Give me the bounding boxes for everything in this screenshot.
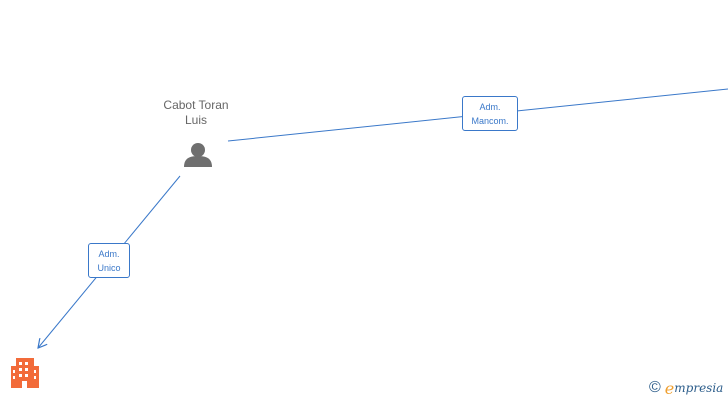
edge-label-line1: Adm. [479,102,501,112]
person-icon[interactable] [184,143,212,167]
edge-label-unico[interactable]: Adm. Unico [88,243,130,278]
building-icon[interactable] [11,358,39,388]
empresia-watermark: © e mpresia [649,378,723,398]
person-name-line2: Luis [184,113,207,127]
brand-name: mpresia [674,381,724,395]
edge-label-mancom[interactable]: Adm. Mancom. [462,96,518,131]
edge-label-line2: Unico [97,263,121,273]
edge-label-line2: Mancom. [471,116,509,126]
person-name-line1: Cabot Toran [163,98,229,112]
person-name[interactable]: Cabot Toran Luis [146,98,246,128]
brand-initial: e [664,378,675,398]
edge-label-line1: Adm. [98,249,120,259]
copyright-icon: © [649,379,661,396]
